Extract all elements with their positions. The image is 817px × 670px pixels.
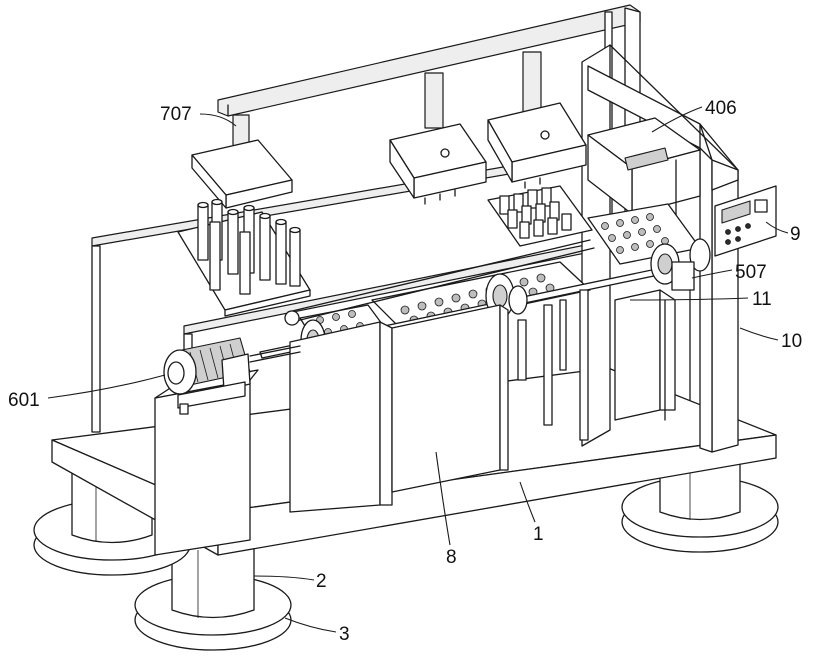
vertical-rods [517, 289, 589, 441]
label-11: 11 [752, 289, 772, 310]
leader-10 [739, 327, 779, 341]
press-head-707 [191, 114, 293, 209]
bevel-gear-right [650, 238, 711, 291]
support-post-11 [614, 289, 691, 421]
label-601: 601 [8, 390, 40, 411]
part-labels: 707 406 9 507 11 10 601 1 8 2 3 [8, 98, 802, 645]
cylinders-left [197, 198, 301, 295]
leader-507 [691, 269, 733, 279]
leader-lines [47, 106, 789, 633]
hopper-406 [587, 117, 701, 216]
label-1: 1 [533, 524, 544, 545]
press-head-right [487, 51, 587, 189]
leader-11 [629, 297, 749, 301]
label-9: 9 [790, 224, 801, 245]
leg-front-left [134, 544, 292, 651]
cylinders-right [499, 187, 572, 239]
collection-box-8 [289, 304, 509, 513]
leader-601 [47, 374, 166, 399]
label-10: 10 [781, 331, 802, 352]
leader-1 [519, 481, 536, 523]
leader-9 [765, 221, 789, 234]
label-507: 507 [735, 262, 767, 283]
label-8: 8 [446, 547, 457, 568]
label-2: 2 [316, 571, 327, 592]
leader-3 [284, 617, 337, 633]
motor-601 [163, 337, 301, 415]
label-3: 3 [339, 624, 350, 645]
cylinder-rack-left [177, 198, 311, 317]
press-head-middle [389, 72, 487, 205]
leader-8 [435, 451, 451, 546]
leader-707 [199, 113, 237, 127]
label-406: 406 [705, 98, 737, 119]
control-panel [714, 185, 777, 257]
leader-2 [253, 575, 315, 581]
label-707: 707 [160, 104, 192, 125]
leader-406 [651, 106, 703, 133]
cylinder-tray-right [487, 185, 593, 247]
